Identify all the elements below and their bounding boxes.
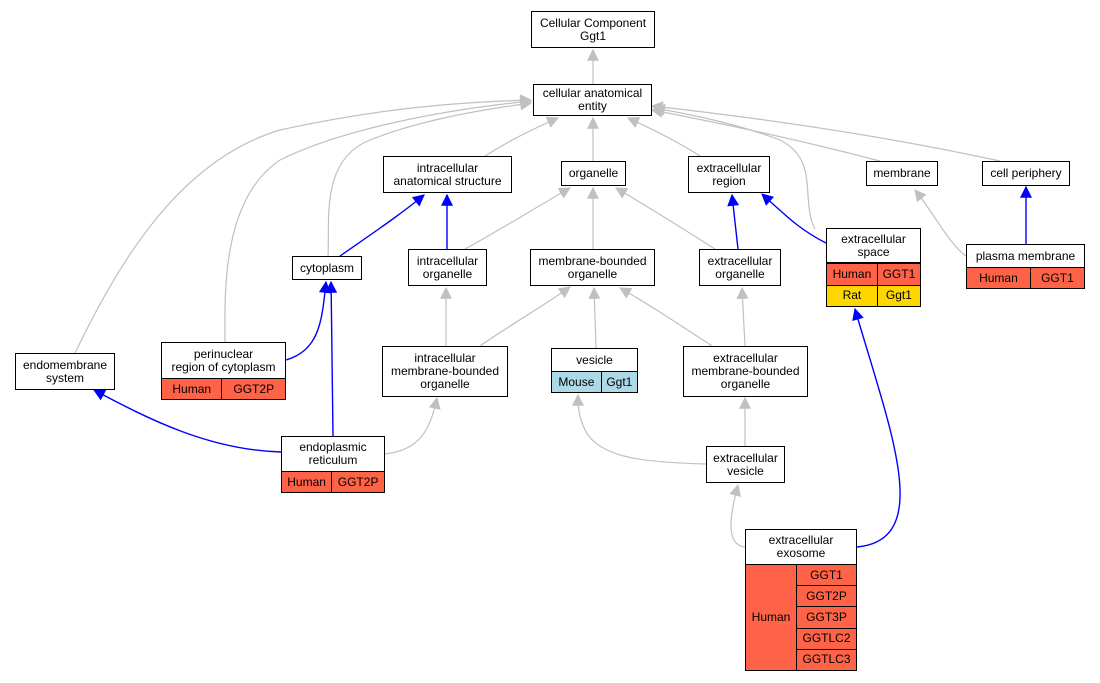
gene-cell: GGTLC3	[796, 648, 857, 672]
annotation-table-perinuclear-region: Human GGT2P	[160, 378, 286, 400]
gene-cell: GGT1	[876, 263, 922, 286]
edge-imbo-to-mbo	[479, 286, 571, 347]
species-cell: Human	[280, 471, 333, 493]
edge-embo-to-eco	[736, 286, 749, 347]
node-vesicle[interactable]: vesicle	[551, 348, 638, 372]
annotation-row: Human GGT1	[826, 263, 922, 286]
edge-exo-to-ecv	[729, 483, 746, 548]
node-extracellular-membrane-bounded-organelle[interactable]: extracellular membrane-bounded organelle	[683, 346, 808, 397]
edge-ecv-to-vesicle	[572, 393, 707, 465]
edge-exo-to-ecs	[852, 307, 901, 548]
annotation-row: Rat Ggt1	[826, 284, 922, 307]
annotation-row: Human GGT2P	[280, 471, 385, 493]
species-cell: Human	[966, 267, 1031, 289]
edge-eco-to-ecr	[727, 193, 740, 250]
gene-cell: GGT2P	[331, 471, 385, 493]
annotation-row: Human GGT1	[966, 267, 1086, 289]
edge-eco-to-organelle	[614, 187, 716, 250]
edge-er-to-imbo	[384, 396, 441, 455]
gene-cell: GGT3P	[796, 606, 857, 629]
node-cell-periphery[interactable]: cell periphery	[982, 161, 1070, 186]
gene-cell: Ggt1	[600, 371, 639, 393]
node-membrane-bounded-organelle[interactable]: membrane-bounded organelle	[530, 249, 655, 286]
annotation-table-endoplasmic-reticulum: Human GGT2P	[280, 471, 385, 493]
annotation-row: Human GGT1	[745, 563, 857, 671]
gene-cell: GGT2P	[796, 585, 857, 608]
annotation-row: GGTLC2	[746, 627, 857, 650]
edge-cytoplasm-to-cae	[327, 98, 533, 257]
edge-ecs-to-ecr	[761, 193, 827, 244]
annotation-table-plasma-membrane: Human GGT1	[966, 267, 1086, 289]
node-endoplasmic-reticulum[interactable]: endoplasmic reticulum	[281, 436, 385, 472]
species-cell: Human	[745, 564, 797, 671]
annotation-row: Human GGT2P	[160, 378, 286, 400]
edge-er-to-cytoplasm	[325, 280, 338, 437]
node-endomembrane-system[interactable]: endomembrane system	[15, 353, 115, 390]
gene-cell: GGT1	[1029, 267, 1086, 289]
species-cell: Human	[160, 378, 223, 400]
node-extracellular-exosome[interactable]: extracellular exosome	[745, 529, 857, 565]
annotation-row: Mouse Ggt1	[551, 371, 639, 393]
gene-cell: GGTLC2	[796, 627, 857, 650]
edge-ias-to-cae	[484, 116, 560, 157]
species-cell: Mouse	[551, 371, 602, 393]
edge-io-to-organelle	[464, 187, 572, 250]
annotation-row: GGT3P	[746, 606, 857, 629]
node-extracellular-space[interactable]: extracellular space	[826, 228, 921, 263]
node-plasma-membrane[interactable]: plasma membrane	[966, 244, 1085, 268]
node-cellular-anatomical-entity[interactable]: cellular anatomical entity	[533, 84, 652, 116]
node-extracellular-vesicle[interactable]: extracellular vesicle	[706, 446, 785, 483]
edge-embo-to-mbo	[618, 287, 713, 347]
node-membrane[interactable]: membrane	[866, 161, 938, 186]
node-extracellular-region[interactable]: extracellular region	[688, 156, 770, 193]
edge-membrane-to-cae	[650, 106, 881, 162]
node-perinuclear-region-of-cytoplasm[interactable]: perinuclear region of cytoplasm	[161, 342, 286, 379]
edge-endo-to-cae	[74, 94, 533, 354]
gene-cell: Ggt1	[876, 284, 922, 307]
species-cell: Rat	[826, 284, 878, 307]
node-intracellular-anatomical-structure[interactable]: intracellular anatomical structure	[383, 156, 512, 193]
edge-er-to-endo	[92, 389, 282, 453]
annotation-table-vesicle: Mouse Ggt1	[551, 371, 639, 393]
edge-cytoplasm-to-ias	[339, 194, 425, 257]
node-cellular-component[interactable]: Cellular Component Ggt1	[531, 11, 655, 48]
node-intracellular-membrane-bounded-organelle[interactable]: intracellular membrane-bounded organelle	[382, 346, 508, 397]
edge-vesicle-to-mbo	[588, 286, 601, 349]
annotation-row: GGTLC3	[746, 648, 857, 672]
edges-group	[74, 48, 1032, 548]
annotation-table-extracellular-space: Human GGT1 Rat Ggt1	[826, 263, 922, 307]
node-intracellular-organelle[interactable]: intracellular organelle	[408, 249, 487, 286]
gene-cell: GGT1	[796, 563, 857, 587]
edge-perinuc-to-cae	[224, 96, 533, 343]
annotation-table-extracellular-exosome: Human GGT1 GGT2P GGT3P GGTLC2 GGTLC3	[745, 563, 857, 672]
node-extracellular-organelle[interactable]: extracellular organelle	[699, 249, 781, 286]
edge-perinuc-to-cytoplasm	[285, 280, 331, 361]
gene-cell: GGT2P	[221, 378, 286, 400]
edge-ecs-to-cae	[652, 103, 816, 230]
annotation-row: GGT2P	[746, 585, 857, 608]
edge-ecr-to-cae	[626, 117, 701, 157]
node-organelle[interactable]: organelle	[561, 161, 626, 186]
edge-cellperiph-to-cae	[650, 101, 1001, 162]
species-cell: Human	[826, 263, 878, 286]
edge-pm-to-membrane	[914, 189, 967, 257]
node-cytoplasm[interactable]: cytoplasm	[292, 256, 362, 280]
